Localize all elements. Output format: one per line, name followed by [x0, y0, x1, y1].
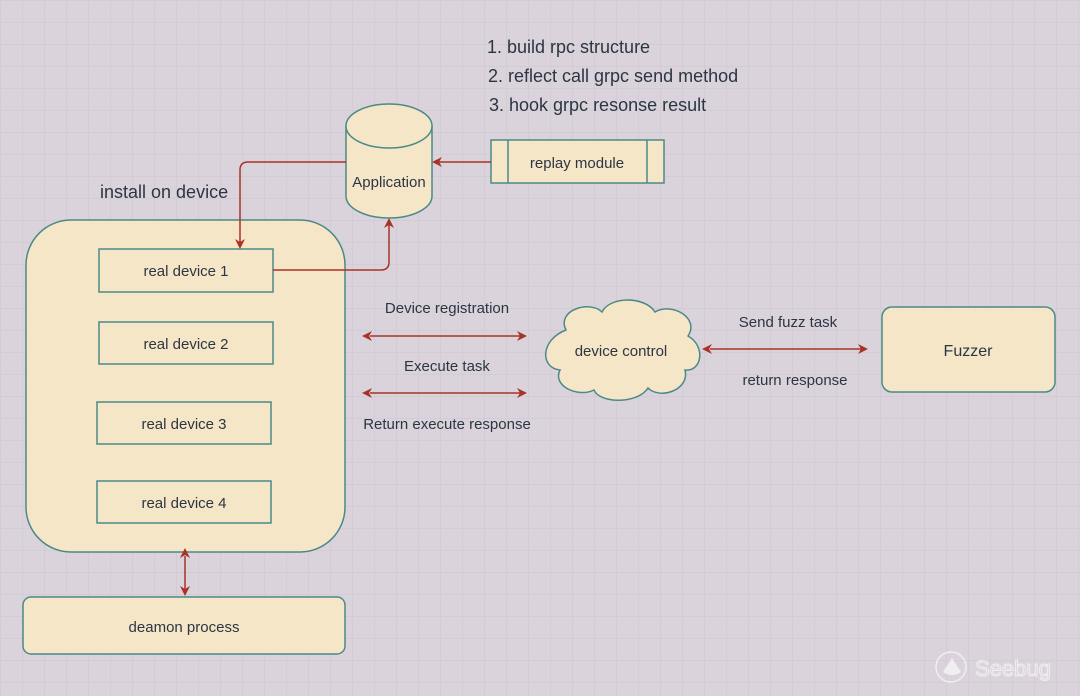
real-device-1-label: real device 1: [143, 263, 228, 280]
real-device-2-label: real device 2: [143, 336, 228, 353]
seebug-logo-icon: [935, 651, 967, 683]
seebug-watermark-text: Seebug: [975, 656, 1051, 681]
application-node[interactable]: Application: [345, 103, 433, 219]
real-device-3[interactable]: real device 3: [96, 401, 272, 445]
edge-device-1-to-application: [273, 218, 394, 271]
real-device-4[interactable]: real device 4: [96, 480, 272, 524]
device-registration-label: Device registration: [385, 300, 509, 317]
real-device-4-label: real device 4: [141, 495, 226, 512]
return-execute-response-label: Return execute response: [363, 416, 531, 433]
edge-application-to-device-1: [235, 161, 346, 249]
real-device-2[interactable]: real device 2: [98, 321, 274, 365]
note-step-1: 1. build rpc structure: [487, 37, 650, 57]
application-label: Application: [352, 174, 425, 191]
replay-module-node[interactable]: replay module: [490, 139, 665, 184]
install-on-device-label: install on device: [100, 182, 228, 202]
seebug-watermark: Seebug: [935, 651, 1051, 683]
return-response-label: return response: [742, 372, 847, 389]
note-step-3: 3. hook grpc resonse result: [489, 95, 706, 115]
send-fuzz-task-label: Send fuzz task: [739, 314, 838, 331]
daemon-process-node[interactable]: deamon process: [22, 596, 346, 655]
execute-task-label: Execute task: [404, 358, 490, 375]
real-device-3-label: real device 3: [141, 416, 226, 433]
replay-module-label: replay module: [530, 155, 624, 172]
device-control-node[interactable]: device control: [544, 299, 701, 401]
fuzzer-label: Fuzzer: [944, 343, 994, 360]
real-device-1[interactable]: real device 1: [98, 248, 274, 293]
note-step-2: 2. reflect call grpc send method: [488, 66, 738, 86]
fuzzer-node[interactable]: Fuzzer: [881, 306, 1056, 393]
daemon-process-label: deamon process: [129, 619, 240, 636]
device-control-label: device control: [575, 343, 668, 360]
